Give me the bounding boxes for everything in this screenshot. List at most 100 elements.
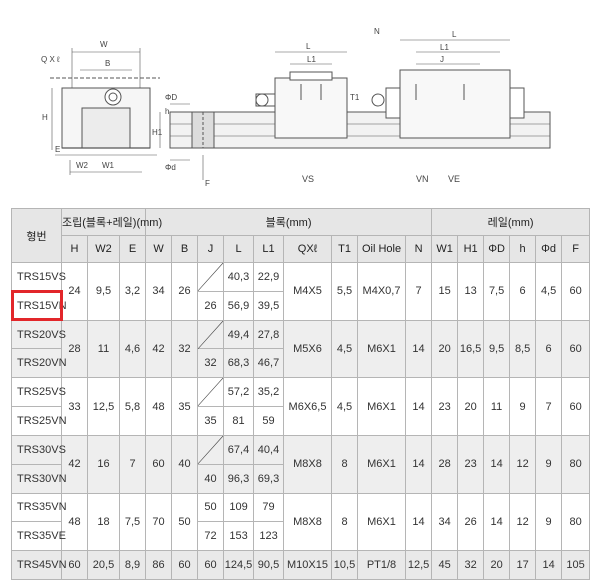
cell-model: TRS20VS [11,319,66,350]
cell-od2: 4,5 [535,262,563,321]
label-h: H [42,113,48,122]
label-f: F [205,179,210,188]
cell-l1: 39,5 [253,290,285,321]
label-l1: L1 [307,55,316,64]
cell-w2: 9,5 [87,262,120,321]
cell-f: 60 [561,262,590,321]
label-vn: VN [416,174,429,184]
cell-w: 70 [145,492,173,552]
cell-qxl: M8X8 [283,492,333,552]
label-vs: VS [302,174,314,184]
cell-w: 42 [145,319,173,379]
column-header: L1 [253,235,285,263]
cell-qxl: M8X8 [283,434,333,494]
cell-w1: 28 [431,434,459,494]
cell-f: 60 [561,319,590,379]
label-od-small: Φd [165,163,176,172]
cell-h1: 32 [457,550,485,580]
cell-n: 14 [405,434,433,494]
column-header: W1 [431,235,459,263]
column-header: F [561,235,590,263]
column-header: T1 [331,235,359,263]
label-n: N [374,27,380,36]
label-l: L [306,42,311,51]
cell-w: 34 [145,262,173,321]
cell-l: 109 [223,492,255,523]
cell-od2: 9 [535,434,563,494]
cell-w2: 11 [87,319,120,379]
cell-j-empty [197,319,225,350]
column-header: B [171,235,199,263]
cell-h: 33 [61,377,88,436]
cell-f: 60 [561,377,590,436]
cell-j: 50 [197,492,225,523]
cell-oil: M6X1 [357,319,407,379]
cell-model: TRS30VS [11,434,66,465]
cell-f: 105 [561,550,590,580]
cell-hh: 17 [509,550,537,580]
cell-oil: M6X1 [357,377,407,436]
cell-j: 72 [197,521,225,552]
cell-n: 12,5 [405,550,433,580]
cell-j: 40 [197,463,225,494]
cell-t1: 4,5 [331,319,359,379]
cell-od: 14 [483,492,511,552]
cell-oil: M6X1 [357,434,407,494]
cell-l1: 123 [253,521,285,552]
label-l-vn: L [452,30,457,39]
column-header: Oil Hole [357,235,407,263]
cell-w2: 12,5 [87,377,120,436]
cell-e: 7,5 [118,492,147,552]
cell-e: 3,2 [118,262,147,321]
cell-oil: M6X1 [357,492,407,552]
cell-j: 32 [197,348,225,379]
header-block: 블록(mm) [145,208,433,236]
cell-l: 81 [223,406,255,436]
label-qxl: Q X ℓ [41,55,60,64]
label-b: B [105,59,110,68]
cell-e: 8,9 [118,550,147,580]
cell-h: 60 [61,550,88,580]
cell-hh: 12 [509,492,537,552]
cell-j: 35 [197,406,225,436]
cell-hh: 12 [509,434,537,494]
label-ve: VE [448,174,460,184]
label-w2: W2 [76,161,89,170]
cell-l1: 69,3 [253,463,285,494]
cell-od: 11 [483,377,511,436]
column-header: H [61,235,88,263]
cell-j: 26 [197,290,225,321]
cell-l1: 59 [253,406,285,436]
label-e: E [55,145,60,154]
cell-l1: 46,7 [253,348,285,379]
label-j: J [440,55,444,64]
block-vs [255,51,348,139]
cell-model: TRS45VN [11,550,67,580]
cell-l: 49,4 [223,319,255,350]
column-header: Φd [535,235,563,263]
cell-b: 50 [171,492,199,552]
header-assembly: 조립(블록+레일)(mm) [60,208,162,236]
block-vn-ve [371,39,525,139]
cell-b: 32 [171,319,199,379]
cell-w1: 15 [431,262,459,321]
cell-l1: 27,8 [253,319,285,350]
label-w: W [100,40,108,49]
cell-l: 96,3 [223,463,255,494]
cell-j: 60 [197,550,225,580]
label-h1: H1 [152,128,163,137]
cell-oil: M4X0,7 [357,262,407,321]
cell-w1: 34 [431,492,459,552]
cell-n: 7 [405,262,433,321]
cell-l: 124,5 [223,550,255,580]
cell-n: 14 [405,377,433,436]
cell-od: 20 [483,550,511,580]
technical-drawing: W B Q X ℓ H E W2 W1 ΦD h H1 Φd F L L1 T1… [41,27,551,188]
